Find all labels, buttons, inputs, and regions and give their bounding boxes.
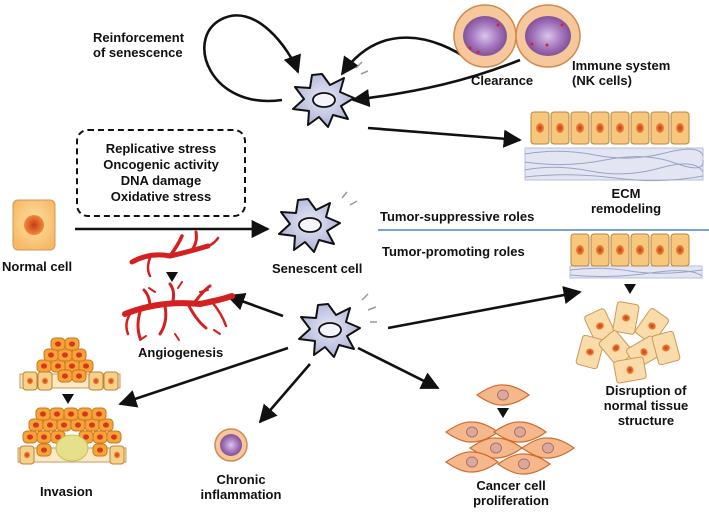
- normal-cell: [12, 199, 56, 251]
- stressor-oncogenic: Oncogenic activity: [103, 157, 219, 172]
- label-tumor-suppressive: Tumor-suppressive roles: [380, 209, 535, 224]
- label-senescent-cell: Senescent cell: [272, 261, 363, 276]
- stressors-box: Replicative stress Oncogenic activity DN…: [76, 129, 246, 217]
- label-ecm-remodeling: ECM remodeling: [590, 186, 662, 216]
- nk-cells: [453, 4, 581, 68]
- label-disruption: Disruption of normal tissue structure: [603, 383, 689, 428]
- invasion-tissue-top: [19, 337, 121, 391]
- label-cancer-proliferation: Cancer cell proliferation: [473, 478, 549, 508]
- vessel-small: [129, 230, 220, 278]
- stressor-oxidative: Oxidative stress: [110, 189, 212, 204]
- normal-tissue: [569, 233, 703, 279]
- label-chronic-inflammation: Chronic inflammation: [200, 472, 282, 502]
- ecm-tissue: [524, 111, 704, 182]
- label-immune-system: Immune system (NK cells): [572, 58, 671, 88]
- label-tumor-promoting: Tumor-promoting roles: [382, 244, 525, 259]
- inflammation-cell: [214, 428, 248, 462]
- label-invasion: Invasion: [40, 484, 93, 499]
- senescent-cell-bottom: [298, 303, 361, 358]
- disrupted-tissue: [574, 300, 682, 384]
- senescent-cell-top: [292, 73, 355, 128]
- label-clearance: Clearance: [471, 73, 534, 88]
- stressor-replicative: Replicative stress: [105, 141, 217, 156]
- label-angiogenesis: Angiogenesis: [138, 345, 224, 360]
- stressor-dna-damage: DNA damage: [120, 173, 202, 188]
- label-normal-cell: Normal cell: [2, 259, 73, 274]
- invasion-tissue-bottom: [17, 407, 127, 465]
- label-reinforcement: Reinforcement of senescence: [93, 30, 185, 60]
- vessel-large: [122, 281, 235, 341]
- cancer-cells: [445, 384, 575, 475]
- senescent-cell-middle: [278, 198, 341, 253]
